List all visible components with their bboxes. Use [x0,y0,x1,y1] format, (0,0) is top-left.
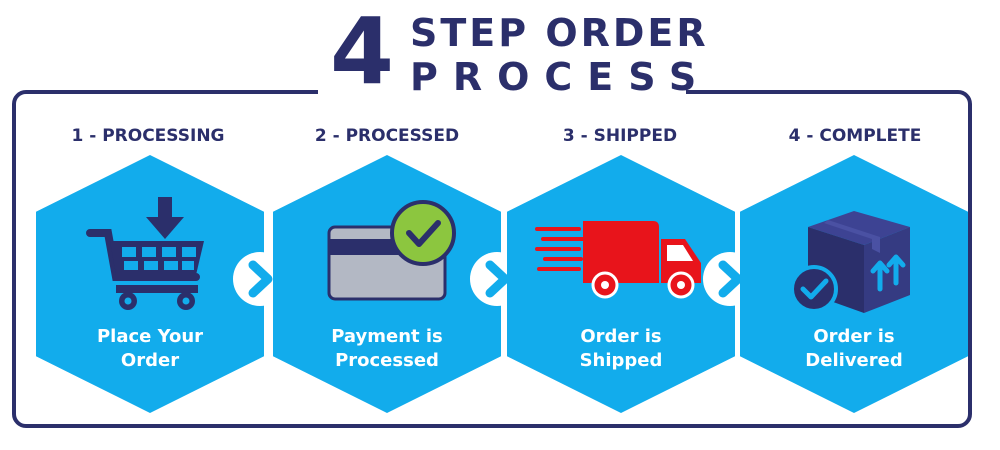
step-3-heading: 3 - SHIPPED [562,126,678,146]
credit-card-check-icon [327,200,456,301]
step-2-label: Payment is Processed [273,325,501,373]
step-2-hexagon: Payment is Processed [273,155,501,413]
title-number: 4 [330,0,395,105]
delivery-truck-icon [535,221,701,299]
step-4-heading: 4 - COMPLETE [788,126,922,146]
step-1-label-line-1: Place Your [96,326,204,347]
step-1-label: Place Your Order [36,325,264,373]
step-4-label: Order is Delivered [740,325,968,373]
title-line-2: PROCESS [410,55,712,99]
step-2-heading: 2 - PROCESSED [314,126,460,146]
step-3-label-line-1: Order is [580,326,662,347]
step-4-label-line-2: Delivered [805,350,903,371]
step-1-hexagon: Place Your Order [36,155,264,413]
step-3-label-line-2: Shipped [579,350,663,371]
step-1-label-line-2: Order [120,350,180,371]
step-3-label: Order is Shipped [507,325,735,373]
chevron-right-icon [718,260,743,298]
step-2-label-line-1: Payment is [331,326,443,347]
shopping-cart-icon [86,197,204,310]
step-4-label-line-1: Order is [813,326,895,347]
step-3-hexagon: Order is Shipped [507,155,735,413]
step-1-heading: 1 - PROCESSING [71,126,225,146]
step-2-label-line-2: Processed [335,350,439,371]
step-4-hexagon: Order is Delivered [740,155,968,413]
chevron-right-icon [248,260,273,298]
title-backdrop [318,80,686,102]
delivered-box-icon [790,211,910,313]
chevron-right-icon [485,260,510,298]
title-line-1: STEP ORDER [410,11,709,55]
